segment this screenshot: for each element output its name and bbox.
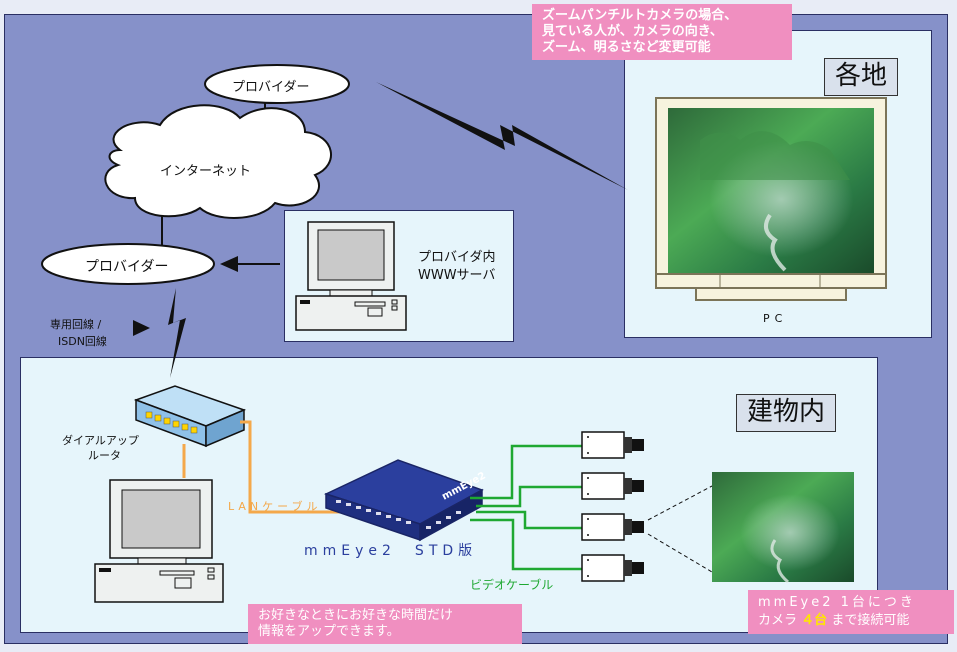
ptz-note-line-1: ズームパンチルトカメラの場合、 [542, 8, 738, 23]
dialup-router-icon [133, 385, 247, 448]
region-tag-building: 建物内 [736, 394, 837, 432]
line-arrow-icon [133, 320, 150, 336]
camera-note: mmEye2 1台につき カメラ ４台 まで接続可能 [748, 590, 954, 634]
update-note: お好きなときにお好きな時間だけ 情報をアップできます。 [248, 604, 522, 644]
provider-bottom-oval [41, 243, 215, 285]
server-label-1: プロバイダ内 [418, 250, 496, 265]
line-label-2: ISDN回線 [58, 335, 107, 348]
video-cables [470, 444, 582, 571]
camera-icon [581, 472, 644, 500]
pc-monitor-icon [655, 97, 887, 301]
ptz-note-line-3: ズーム、明るさなど変更可能 [542, 40, 711, 55]
server-computer-icon [295, 221, 407, 331]
server-label-2: WWWサーバ [418, 268, 496, 283]
update-note-line-1: お好きなときにお好きな時間だけ [258, 608, 454, 623]
camera-note-text-a: カメラ [758, 613, 798, 628]
provider-top-oval [204, 64, 350, 104]
video-cable-label: ビデオケーブル [470, 578, 554, 592]
region-tag-remote: 各地 [824, 58, 899, 96]
camera-note-line-2: カメラ ４台 まで接続可能 [758, 612, 944, 630]
device-name-label: mmEye2 STD版 [304, 543, 478, 559]
ptz-note: ズームパンチルトカメラの場合、 見ている人が、カメラの向き、 ズーム、明るさなど… [532, 4, 792, 60]
camera-icon [581, 431, 644, 459]
camera-count-highlight: ４台 [801, 613, 828, 628]
update-note-line-2: 情報をアップできます。 [258, 624, 400, 639]
router-label-1: ダイアルアップ [62, 434, 139, 447]
local-computer-icon [94, 479, 224, 603]
pc-label: PC [763, 312, 788, 325]
provider-bottom-label: プロバイダー [85, 259, 169, 275]
arrow-left-icon [220, 256, 238, 272]
camera-preview-image [712, 472, 854, 584]
view-line [647, 533, 713, 573]
view-line [647, 485, 713, 521]
camera-note-line-1: mmEye2 1台につき [758, 595, 916, 610]
internet-cloud [104, 104, 332, 219]
camera-icon [581, 554, 644, 582]
line-label-1: 専用回線 / [50, 318, 102, 331]
line-bolt [168, 288, 186, 378]
camera-note-text-c: まで接続可能 [831, 613, 910, 628]
router-label-2: ルータ [88, 449, 121, 462]
lan-cable-label: LANケーブル [228, 500, 322, 513]
camera-icon [581, 513, 644, 541]
wireless-link-bolt [376, 82, 628, 190]
mmeye2-device-icon: mmEye2 [323, 459, 488, 542]
provider-top-label: プロバイダー [232, 80, 310, 95]
lan-cable-device [240, 420, 342, 514]
internet-label: インターネット [160, 164, 252, 179]
ptz-note-line-2: 見ている人が、カメラの向き、 [542, 24, 723, 39]
